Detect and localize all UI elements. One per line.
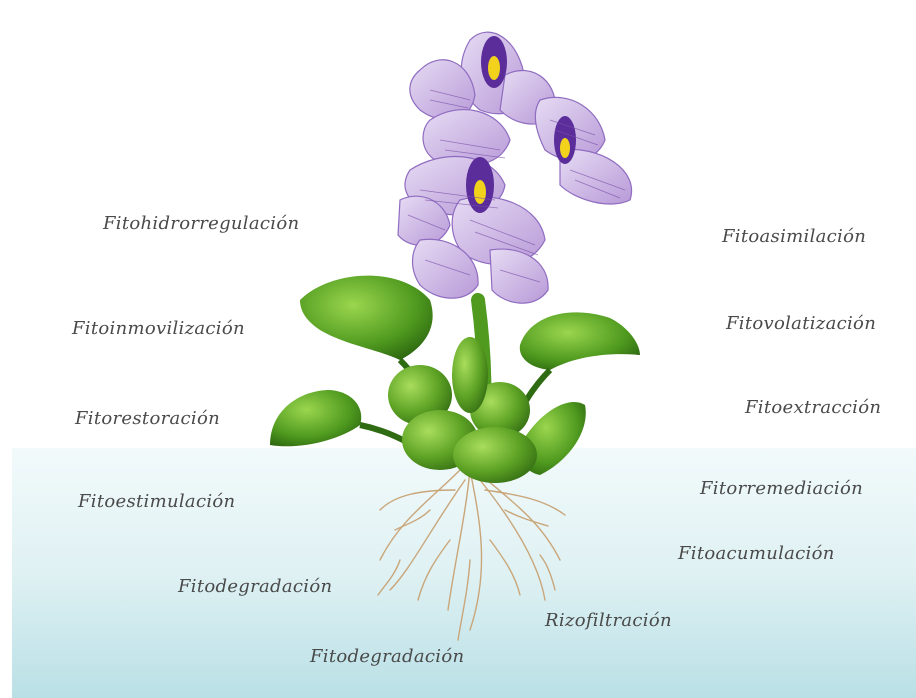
label-fitoacumulacion: Fitoacumulación xyxy=(678,543,835,564)
label-fitodegradacion-left: Fitodegradación xyxy=(178,576,332,597)
label-fitorestoracion: Fitorestoración xyxy=(75,408,220,429)
label-fitoestimulacion: Fitoestimulación xyxy=(78,491,235,512)
label-fitorremediacion: Fitorremediación xyxy=(700,478,863,499)
label-rizofiltracion: Rizofiltración xyxy=(545,610,672,631)
label-fitovolatizacion: Fitovolatización xyxy=(726,313,876,334)
label-fitoasimilacion: Fitoasimilación xyxy=(722,226,866,247)
label-fitoinmovilizacion: Fitoinmovilización xyxy=(72,318,245,339)
label-fitodegradacion-bottom: Fitodegradación xyxy=(310,646,464,667)
label-fitohidrorregulacion: Fitohidrorregulación xyxy=(103,213,299,234)
label-fitoextraccion: Fitoextracción xyxy=(745,397,881,418)
